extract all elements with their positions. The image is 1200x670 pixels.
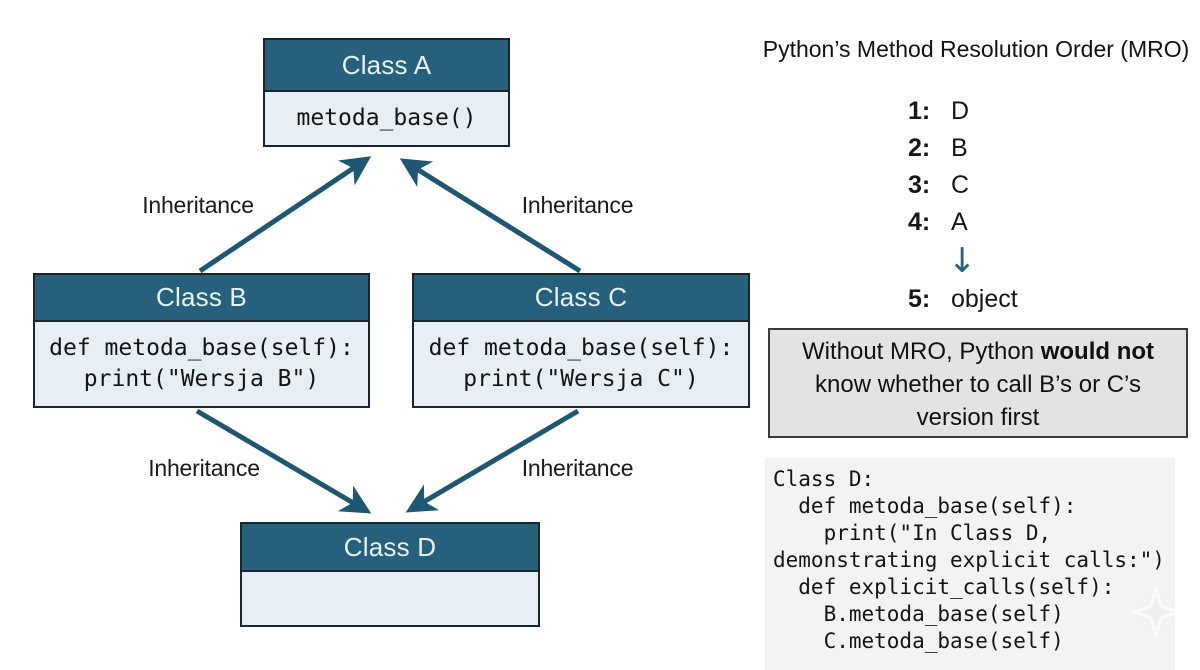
class-c-box: Class C def metoda_base(self): print("We… [412, 273, 750, 408]
mro-note-box: Without MRO, Python would not know wheth… [768, 328, 1188, 438]
class-d-body [242, 572, 538, 625]
mro-step-4-number: 4: [908, 208, 931, 236]
mro-step-2-class: B [951, 134, 968, 162]
mro-step-1-number: 1: [908, 97, 931, 125]
class-c-title: Class C [414, 275, 748, 322]
mro-arrow-row: ↓ [908, 241, 1018, 281]
class-b-title: Class B [35, 275, 368, 322]
down-arrow-icon: ↓ [948, 241, 977, 281]
inheritance-label-top-left: Inheritance [142, 192, 254, 218]
mro-step-5-class: object [951, 285, 1018, 313]
mro-step-3: 3: C [908, 167, 1018, 204]
mro-step-3-number: 3: [908, 171, 931, 199]
class-a-body: metoda_base() [296, 105, 477, 131]
mro-step-5: 5: object [908, 281, 1018, 318]
class-c-body: def metoda_base(self): print("Wersja C") [428, 335, 734, 392]
class-d-code-snippet: Class D: def metoda_base(self): print("I… [765, 458, 1175, 670]
inheritance-label-bottom-left: Inheritance [148, 455, 260, 481]
inheritance-label-top-right: Inheritance [521, 192, 634, 218]
inheritance-label-bottom-right: Inheritance [521, 455, 634, 481]
mro-step-2: 2: B [908, 130, 1018, 167]
mro-order-list: 1: D 2: B 3: C 4: A ↓ 5: object [908, 93, 1018, 318]
note-line-1: Without MRO, Python would not [770, 335, 1186, 368]
mro-step-2-number: 2: [908, 134, 931, 162]
note-line-1-bold-text: would not [1040, 338, 1155, 365]
note-line-2: know whether to call B’s or C’s [815, 371, 1141, 398]
class-d-box: Class D [240, 522, 540, 627]
class-d-title: Class D [242, 524, 538, 572]
mro-step-4: 4: A [908, 204, 1018, 241]
class-a-title: Class A [265, 40, 508, 92]
mro-step-5-number: 5: [908, 285, 931, 313]
mro-step-4-class: A [951, 208, 968, 236]
mro-step-1: 1: D [908, 93, 1018, 130]
note-line-1-text: Without MRO, Python [801, 338, 1041, 365]
mro-step-1-class: D [951, 97, 970, 125]
class-b-body: def metoda_base(self): print("Wersja B") [49, 335, 354, 392]
mro-step-3-class: C [951, 171, 970, 199]
panel-title: Python’s Method Resolution Order (MRO) [762, 36, 1190, 62]
class-a-box: Class A metoda_base() [263, 38, 510, 147]
note-line-3: version first [916, 404, 1040, 431]
class-b-box: Class B def metoda_base(self): print("We… [33, 273, 370, 408]
